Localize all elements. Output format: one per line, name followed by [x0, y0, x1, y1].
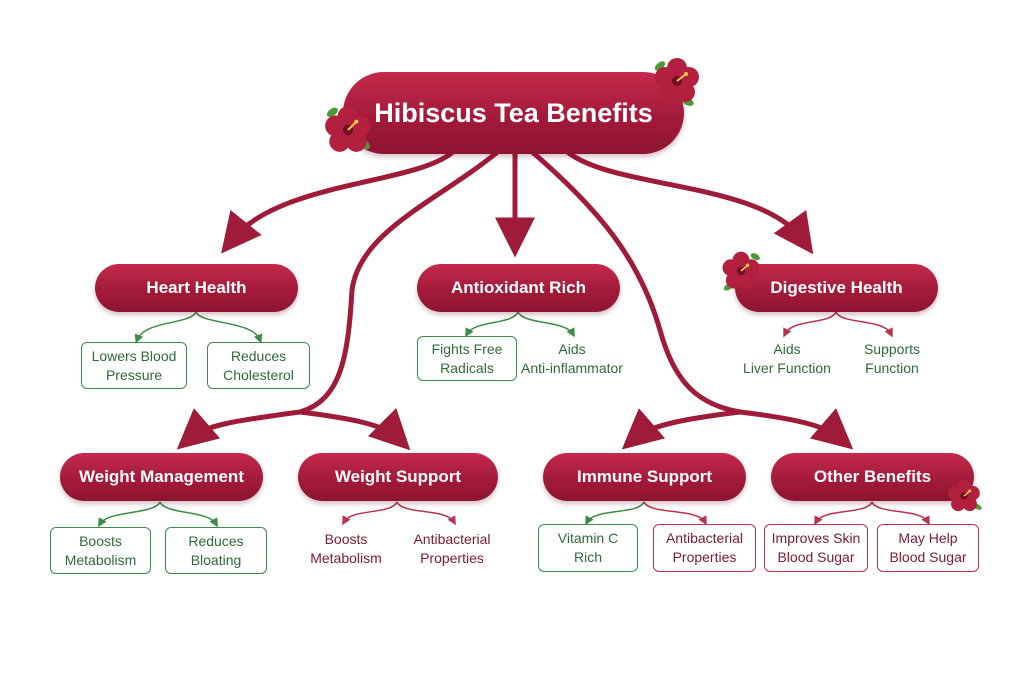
leaf-connector: [814, 501, 873, 526]
leaf-improves-skin-blood-sugar: Improves Skin Blood Sugar: [764, 524, 868, 572]
leaf-vitamin-c-rich: Vitamin C Rich: [538, 524, 638, 572]
category-digestive-health: Digestive Health: [735, 264, 938, 312]
hibiscus-flower-icon: [948, 479, 982, 512]
category-antioxidant-rich: Antioxidant Rich: [417, 264, 620, 312]
category-other-benefits: Other Benefits: [771, 453, 974, 501]
leaf-connector: [396, 501, 456, 526]
leaf-connector: [585, 501, 645, 526]
leaf-connector: [159, 501, 218, 528]
connector-digestive-health: [562, 147, 814, 255]
leaf-connector: [871, 501, 930, 526]
category-label: Immune Support: [576, 467, 713, 486]
connector-weight-management: [176, 408, 303, 450]
leaf-supports-function: Supports Function: [863, 340, 921, 376]
connector-lower-right-trunk: [527, 147, 743, 415]
leaf-boosts-metabolism: Boosts Metabolism: [50, 527, 151, 574]
connector-heart-health: [221, 147, 458, 254]
hibiscus-flower-icon: [722, 251, 760, 291]
connector-weight-support: [297, 407, 411, 451]
category-immune-support: Immune Support: [543, 453, 746, 501]
category-heart-health: Heart Health: [95, 264, 298, 312]
root-node: Hibiscus Tea Benefits: [343, 72, 684, 154]
leaf-reduces-cholesterol: Reduces Cholesterol: [207, 342, 310, 389]
leaf-antibacterial-properties: Antibacterial Properties: [413, 530, 491, 566]
leaf-connector: [517, 311, 575, 338]
category-label: Digestive Health: [770, 278, 903, 297]
leaf-antibacterial-properties: Antibacterial Properties: [653, 524, 756, 572]
connector-immune-support: [621, 408, 743, 450]
category-weight-support: Weight Support: [298, 453, 498, 501]
category-weight-management: Weight Management: [60, 453, 263, 501]
hibiscus-flower-icon: [654, 58, 699, 106]
category-label: Antioxidant Rich: [450, 278, 587, 297]
category-label: Weight Management: [79, 467, 244, 486]
leaf-aids-liver-function: Aids Liver Function: [743, 340, 831, 376]
leaf-connector: [98, 501, 161, 528]
category-label: Heart Health: [146, 278, 247, 297]
leaf-connector: [134, 311, 197, 344]
hibiscus-flower-icon: [325, 106, 371, 152]
leaf-connector: [783, 311, 837, 338]
leaf-boosts-metabolism: Boosts Metabolism: [310, 530, 382, 566]
category-label: Weight Support: [334, 467, 462, 486]
leaf-connector: [342, 501, 398, 526]
category-label: Other Benefits: [813, 467, 932, 486]
leaf-reduces-bloating: Reduces Bloating: [165, 527, 267, 574]
leaf-connector: [195, 311, 263, 344]
leaf-connector: [465, 311, 519, 338]
leaf-fights-free-radicals: Fights Free Radicals: [417, 336, 517, 381]
connector-other-benefits: [737, 408, 854, 450]
leaf-connector: [643, 501, 707, 526]
leaf-aids-anti-inflammatory: Aids Anti-inflammator: [521, 340, 623, 376]
connector-lower-left-trunk: [297, 147, 503, 415]
root-title: Hibiscus Tea Benefits: [374, 97, 653, 128]
leaf-may-help-blood-sugar: May Help Blood Sugar: [877, 524, 979, 572]
leaf-lowers-blood-pressure: Lowers Blood Pressure: [81, 342, 187, 389]
leaf-connector: [835, 311, 893, 338]
